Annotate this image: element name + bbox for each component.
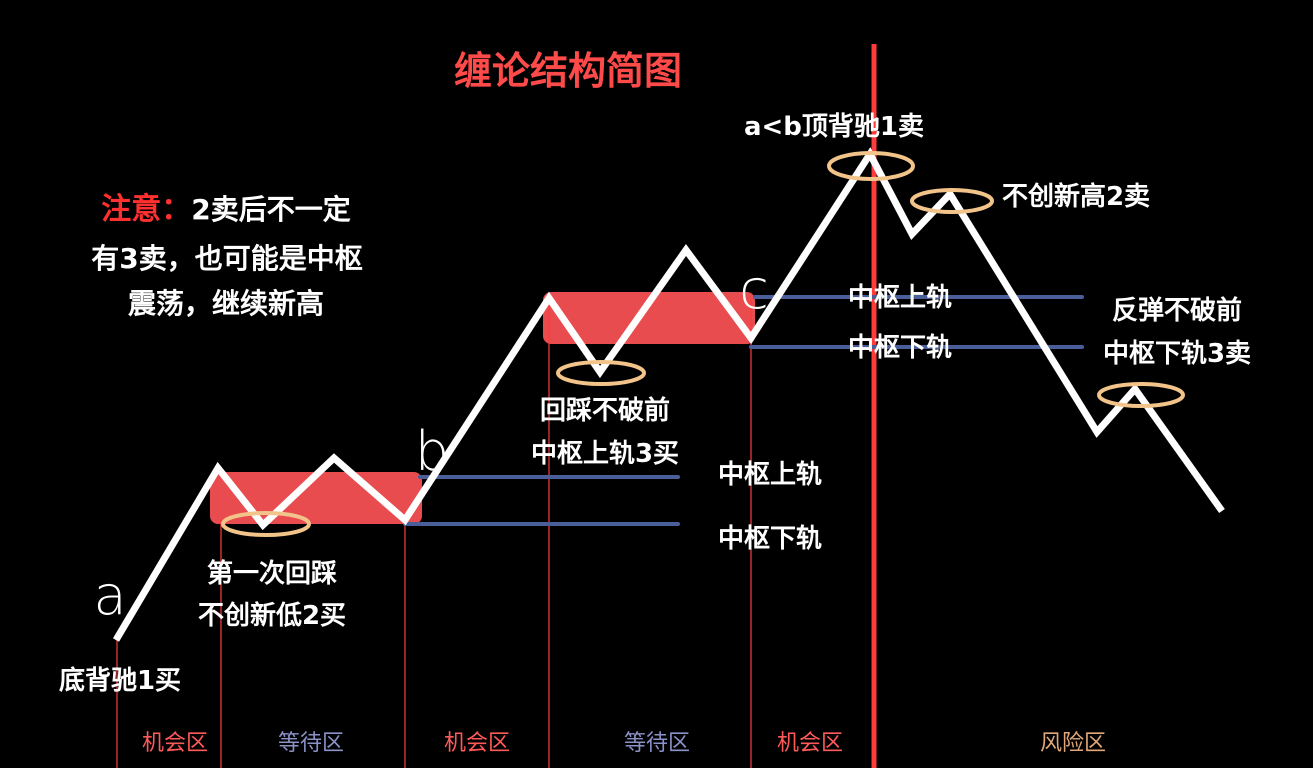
- label-first-pullback-1: 第一次回踩: [207, 558, 337, 589]
- label-first-pullback-2: 不创新低2买: [198, 600, 346, 631]
- label-bottom-divergence-buy1: 底背驰1买: [59, 665, 181, 696]
- ellipse-sell1: [827, 151, 915, 181]
- point-c: c: [739, 258, 769, 321]
- note-line-2: 有3卖，也可能是中枢: [91, 242, 362, 275]
- label-retest-2: 中枢上轨3买: [531, 439, 679, 469]
- point-b: b: [415, 420, 449, 483]
- label-pivot-upper-2: 中枢上轨: [848, 283, 952, 313]
- zone-label-6: 风险区: [1040, 731, 1106, 756]
- label-pivot-lower-1: 中枢下轨: [718, 524, 822, 554]
- zone-label-4: 等待区: [624, 731, 690, 756]
- label-rebound-2: 中枢下轨3卖: [1103, 339, 1251, 369]
- pivot-box-2: [543, 292, 755, 344]
- note-line-1-text: 2卖后不一定: [191, 193, 350, 226]
- ellipse-sell3: [1097, 382, 1185, 408]
- label-pivot-lower-2: 中枢下轨: [848, 333, 952, 363]
- price-path: [112, 147, 1225, 642]
- page-title: 缠论结构简图: [454, 49, 682, 93]
- highlight-ellipses: [221, 151, 1185, 537]
- ellipse-sell2: [910, 188, 994, 214]
- note-line-3: 震荡，继续新高: [128, 287, 324, 320]
- ellipse-buy2: [221, 511, 311, 537]
- zone-label-2: 等待区: [278, 731, 344, 756]
- zone-dividers: [116, 300, 752, 768]
- label-no-new-high-sell2: 不创新高2卖: [1002, 181, 1150, 212]
- zone-label-1: 机会区: [142, 731, 208, 756]
- zone-label-5: 机会区: [777, 731, 843, 756]
- point-a: a: [93, 564, 126, 627]
- zone-label-3: 机会区: [444, 731, 510, 756]
- label-top-divergence-sell1: a<b顶背驰1卖: [744, 112, 924, 142]
- note-prefix: 注意：: [101, 192, 191, 227]
- note-line-1: 注意：2卖后不一定: [101, 192, 350, 227]
- pivot-rails: [403, 295, 1084, 526]
- ellipse-buy3: [556, 360, 646, 386]
- label-rebound-1: 反弹不破前: [1112, 295, 1242, 326]
- label-pivot-upper-1: 中枢上轨: [718, 460, 822, 490]
- label-retest-1: 回踩不破前: [540, 395, 670, 426]
